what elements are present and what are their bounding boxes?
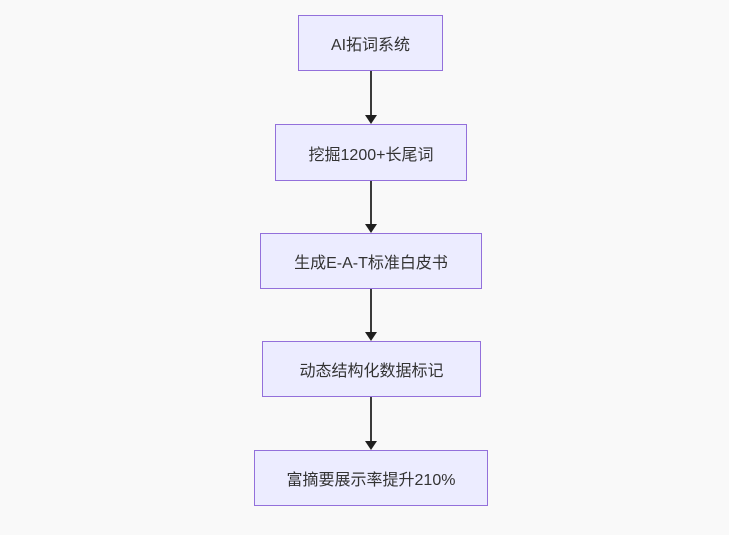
arrowhead-down-icon <box>365 441 377 450</box>
flow-node-rich-snippet-rate: 富摘要展示率提升210% <box>254 450 488 506</box>
arrowhead-down-icon <box>365 224 377 233</box>
flow-node-label: AI拓词系统 <box>330 37 411 54</box>
edge-line-4 <box>370 397 372 441</box>
flow-node-label: 生成E-A-T标准白皮书 <box>294 255 448 272</box>
flow-node-label: 挖掘1200+长尾词 <box>308 146 434 164</box>
edge-line-2 <box>370 181 372 224</box>
flow-node-longtail-keywords: 挖掘1200+长尾词 <box>275 124 467 181</box>
flow-node-label: 富摘要展示率提升210% <box>286 472 456 489</box>
flow-node-label: 动态结构化数据标记 <box>299 363 444 380</box>
flow-node-eat-whitepaper: 生成E-A-T标准白皮书 <box>260 233 482 289</box>
flow-node-ai-word-expansion-system: AI拓词系统 <box>298 15 443 71</box>
arrowhead-down-icon <box>365 332 377 341</box>
arrowhead-down-icon <box>365 115 377 124</box>
edge-line-3 <box>370 289 372 332</box>
edge-line-1 <box>370 71 372 115</box>
flow-node-structured-data-markup: 动态结构化数据标记 <box>262 341 481 397</box>
